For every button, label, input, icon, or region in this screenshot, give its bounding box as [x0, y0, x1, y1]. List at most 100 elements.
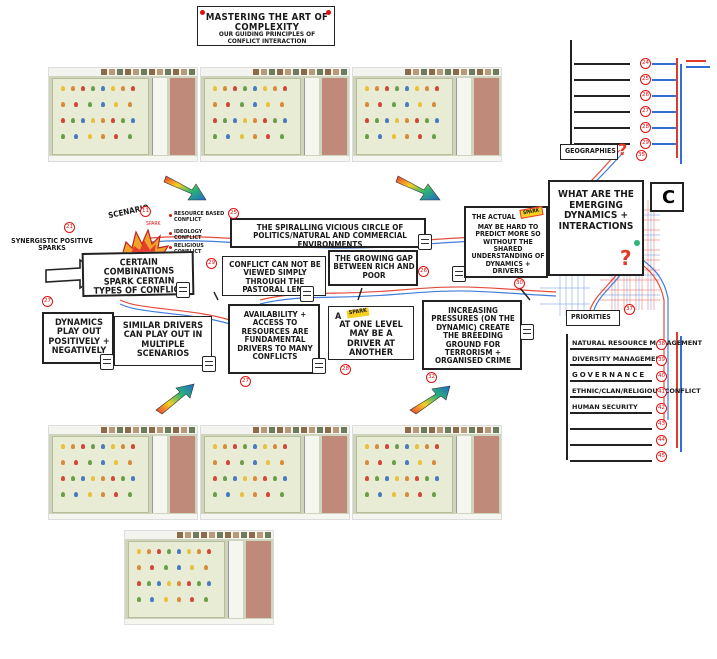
thumbnail-node-icon [266, 102, 271, 107]
priority-item-badge: 44 [656, 435, 667, 446]
thumbnail-node-icon [213, 134, 217, 139]
conflict-type-resource: Resource based conflict [174, 211, 225, 223]
thumbnail-node-icon [147, 581, 151, 586]
thumbnail-node-icon [418, 134, 423, 139]
thumbnail-node-icon [74, 102, 79, 107]
thumbnail-node-icon [121, 476, 125, 481]
actual-spark-a: The actual [472, 213, 516, 221]
thumbnail-node-icon [167, 549, 171, 554]
thumbnail-node-icon [283, 86, 287, 91]
screenshot-thumbnail[interactable] [352, 425, 502, 520]
rail-connector [652, 143, 676, 145]
priority-item-badge: 39 [656, 355, 667, 366]
thumbnail-node-icon [61, 492, 65, 497]
thumbnail-node-icon [253, 134, 257, 139]
thumbnail-node-icon [233, 86, 237, 91]
emerging-text: What are the emerging dynamics + interac… [558, 189, 634, 232]
thumbnail-node-icon [431, 134, 436, 139]
screenshot-thumbnail[interactable] [352, 67, 502, 162]
thumbnail-node-icon [425, 444, 429, 449]
thumbnail-node-icon [121, 86, 125, 91]
similar-drivers-text: Similar drivers can play out in multiple… [122, 321, 204, 360]
gradient-arrow-icon [155, 383, 195, 415]
thumbnail-node-icon [167, 581, 171, 586]
thumbnail-node-icon [365, 444, 369, 449]
thumbnail-node-icon [375, 444, 379, 449]
thumbnail-node-icon [163, 597, 168, 602]
thumbnail-node-icon [365, 118, 369, 123]
thumbnail-node-icon [378, 134, 383, 139]
thumbnail-node-icon [226, 460, 231, 465]
thumbnail-node-icon [243, 476, 247, 481]
thumbnail-node-icon [213, 460, 217, 465]
geographies-label: Geographies [565, 147, 616, 155]
thumbnail-node-icon [253, 460, 257, 465]
thumbnail-node-icon [431, 460, 436, 465]
screenshot-thumbnail[interactable] [200, 67, 350, 162]
thumbnail-footer [353, 156, 501, 161]
page-title: Mastering the art of complexity [205, 12, 329, 33]
thumbnail-sidebar-accent [321, 78, 347, 155]
priority-item-label[interactable]: Natural resource management [572, 339, 703, 347]
thumbnail-node-icon [111, 86, 115, 91]
growing-gap-box: The growing gap between rich and poor [328, 250, 418, 286]
thumbnail-node-icon [187, 549, 191, 554]
thumbnail-node-icon [283, 476, 287, 481]
thumbnail-node-icon [365, 492, 369, 497]
priority-item-label[interactable]: Diversity management [572, 355, 666, 363]
thumbnail-node-icon [385, 444, 389, 449]
priority-item-label[interactable]: Human security [572, 403, 638, 411]
thumbnail-node-icon [87, 134, 92, 139]
availability-text: Availability + access to resources are f… [237, 310, 313, 361]
thumbnail-node-icon [233, 118, 237, 123]
thumbnail-node-icon [283, 444, 287, 449]
rail-row-badge: 24 [640, 58, 651, 69]
priority-item-badge: 41 [656, 387, 667, 398]
thumbnail-node-icon [127, 460, 132, 465]
thumbnail-node-icon [87, 492, 92, 497]
thumbnail-node-icon [375, 86, 379, 91]
priority-item-label[interactable]: Governance [572, 371, 647, 379]
spark-small-label: Spark [146, 221, 161, 227]
thumbnail-node-icon [187, 581, 191, 586]
thumbnail-node-icon [150, 565, 155, 570]
screenshot-thumbnail[interactable] [48, 425, 198, 520]
priorities-box: Priorities [566, 310, 620, 326]
thumbnail-node-icon [279, 102, 284, 107]
spark-level-box: A Spark at one level may be a driver at … [328, 306, 414, 360]
rail-row-badge: 29 [640, 138, 651, 149]
thumbnail-node-icon [101, 118, 105, 123]
thumbnail-footer [201, 156, 349, 161]
thumbnail-node-icon [121, 444, 125, 449]
thumbnail-node-icon [111, 444, 115, 449]
thumbnail-footer [125, 619, 273, 624]
screenshot-thumbnail[interactable] [48, 67, 198, 162]
thumbnail-node-icon [71, 86, 75, 91]
growing-gap-text: The growing gap between rich and poor [333, 254, 415, 280]
screenshot-thumbnail[interactable] [124, 530, 274, 625]
thumbnail-node-icon [213, 102, 217, 107]
rail-row-badge: 26 [640, 90, 651, 101]
thumbnail-node-icon [266, 460, 271, 465]
thumbnail-node-icon [405, 492, 409, 497]
priority-item-label[interactable]: Ethnic/Clan/Religious conflict [572, 387, 701, 395]
thumbnail-footer [49, 514, 197, 519]
screenshot-thumbnail[interactable] [200, 425, 350, 520]
thumbnail-node-icon [365, 134, 369, 139]
title-dot-icon [200, 10, 205, 15]
thumbnail-node-icon [405, 134, 409, 139]
thumbnail-node-icon [266, 492, 271, 497]
thumbnail-node-icon [81, 444, 85, 449]
thumbnail-banner [125, 531, 273, 539]
thumbnail-node-icon [418, 102, 423, 107]
thumbnail-node-icon [405, 476, 409, 481]
thumbnail-node-icon [263, 86, 267, 91]
thumbnail-node-icon [395, 86, 399, 91]
thumbnail-node-icon [365, 476, 369, 481]
rail-row-line [574, 127, 630, 129]
thumbnail-node-icon [405, 102, 409, 107]
thumbnail-node-icon [207, 581, 211, 586]
thumbnail-footer [201, 514, 349, 519]
rail-connector [652, 63, 676, 65]
certain-combinations-text: Certain combinations spark certain types… [93, 257, 186, 298]
